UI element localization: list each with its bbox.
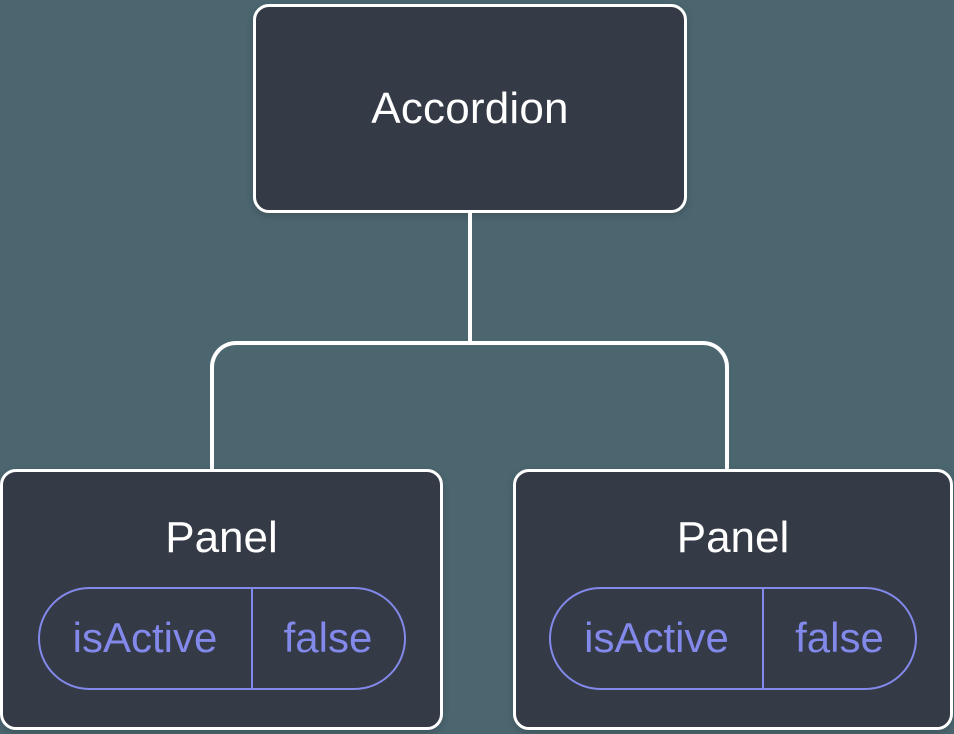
prop-name: isActive (551, 588, 764, 688)
prop-value: false (283, 614, 373, 662)
panel-node-right-label: Panel (676, 513, 790, 562)
children-connector-bracket (210, 341, 729, 471)
panel-node-left-label: Panel (165, 513, 278, 562)
panel-node-left: Panel isActive false (0, 469, 443, 730)
panel-left-prop-pill: isActive false (37, 586, 406, 690)
prop-name: isActive (40, 588, 253, 688)
panel-node-right: Panel isActive false (513, 469, 953, 730)
prop-value: false (795, 614, 884, 662)
accordion-node-label: Accordion (371, 83, 569, 133)
panel-right-prop-pill: isActive false (549, 586, 917, 690)
parent-connector-line (468, 211, 472, 345)
accordion-node: Accordion (253, 4, 687, 213)
